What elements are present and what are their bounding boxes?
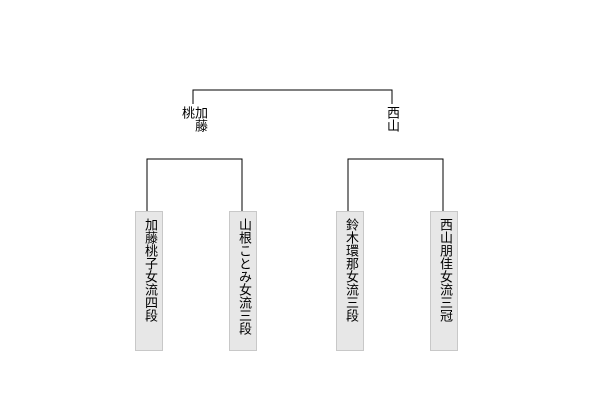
player-box-4: 西山朋佳女流三冠 [430,211,458,351]
player-box-1: 加藤桃子女流四段 [135,211,163,351]
finalist-left-label: 加藤桃 [179,106,207,132]
player-box-3: 鈴木環那女流三段 [336,211,364,351]
player-name: 西山朋佳女流三冠 [437,218,452,322]
semifinal-right-connector-line [347,158,444,211]
final-connector-line [192,89,393,104]
player-name: 鈴木環那女流三段 [343,218,358,322]
finalist-right-label: 西山 [384,106,399,132]
semifinal-left-connector-line [146,158,243,211]
player-name: 山根ことみ女流三段 [236,218,251,335]
player-box-2: 山根ことみ女流三段 [229,211,257,351]
player-name: 加藤桃子女流四段 [142,218,157,322]
